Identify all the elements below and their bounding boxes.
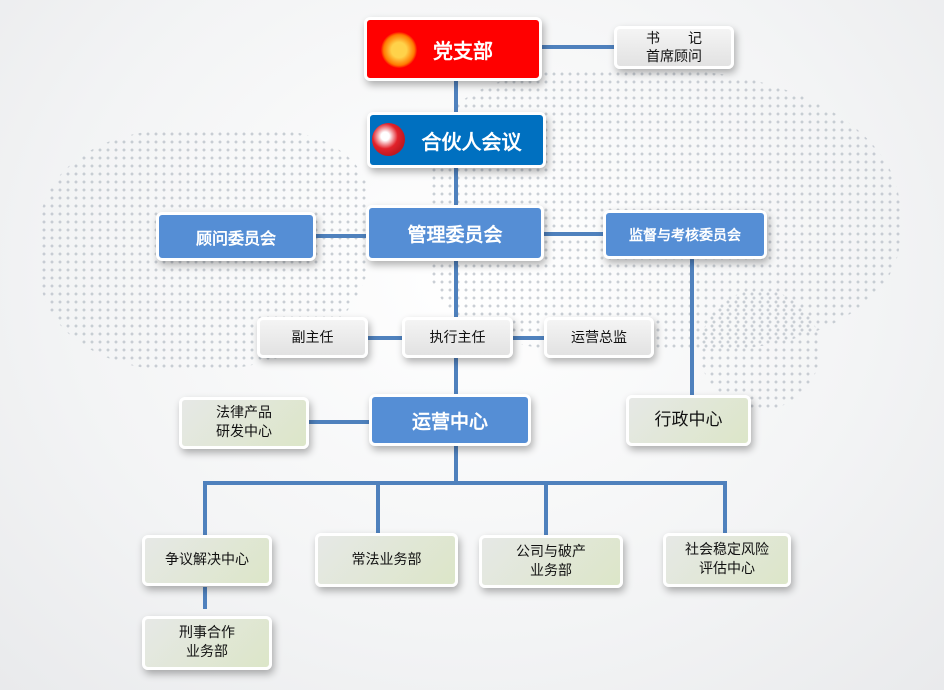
partners-meeting-node[interactable]: 合伙人会议 bbox=[367, 112, 546, 168]
connector bbox=[308, 420, 370, 424]
world-map-background bbox=[700, 290, 820, 410]
firm-logo-icon bbox=[372, 123, 405, 156]
connector bbox=[541, 45, 615, 49]
deputy-director-node[interactable]: 副主任 bbox=[257, 317, 368, 358]
dept-criminal-cooperation[interactable]: 刑事合作 业务部 bbox=[142, 616, 272, 670]
party-branch-node[interactable]: 党支部 bbox=[364, 17, 542, 81]
legal-rd-center-node[interactable]: 法律产品 研发中心 bbox=[179, 397, 309, 449]
connector bbox=[512, 336, 545, 340]
connector bbox=[454, 445, 458, 483]
supervision-committee-node[interactable]: 监督与考核委员会 bbox=[603, 210, 767, 259]
secretary-node[interactable]: 书 记 首席顾问 bbox=[614, 26, 734, 69]
connector bbox=[203, 481, 207, 536]
connector bbox=[203, 481, 727, 485]
operations-center-node[interactable]: 运营中心 bbox=[369, 394, 531, 446]
advisory-committee-node[interactable]: 顾问委员会 bbox=[156, 212, 316, 261]
connector bbox=[544, 481, 548, 536]
management-committee-node[interactable]: 管理委员会 bbox=[366, 205, 544, 261]
connector bbox=[723, 481, 727, 534]
admin-center-node[interactable]: 行政中心 bbox=[626, 395, 751, 446]
dept-dispute-resolution[interactable]: 争议解决中心 bbox=[142, 535, 272, 586]
executive-director-node[interactable]: 执行主任 bbox=[402, 317, 513, 358]
connector bbox=[367, 336, 403, 340]
dept-regular-legal[interactable]: 常法业务部 bbox=[315, 533, 458, 587]
operations-director-node[interactable]: 运营总监 bbox=[544, 317, 654, 358]
connector bbox=[315, 234, 367, 238]
dept-social-risk-assessment[interactable]: 社会稳定风险 评估中心 bbox=[663, 533, 791, 587]
connector bbox=[376, 481, 380, 534]
connector bbox=[543, 232, 604, 236]
hammer-sickle-icon bbox=[381, 32, 417, 68]
dept-corporate-bankruptcy[interactable]: 公司与破产 业务部 bbox=[479, 535, 623, 588]
connector bbox=[690, 258, 694, 396]
connector bbox=[203, 587, 207, 609]
